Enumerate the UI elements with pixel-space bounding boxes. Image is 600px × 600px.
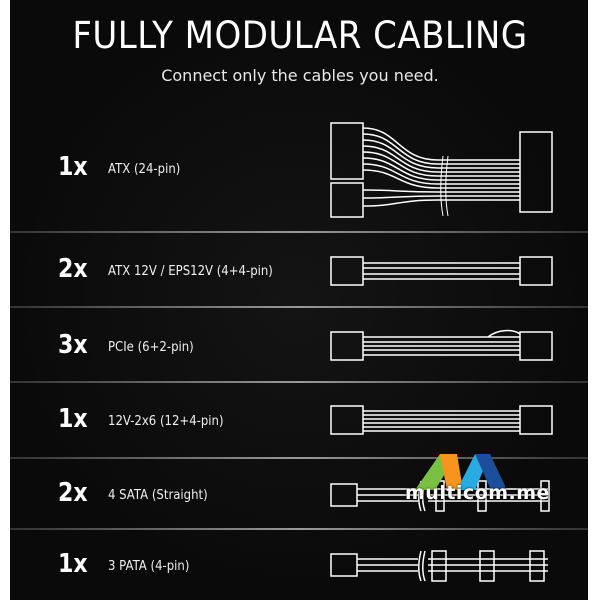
cable-label: PCIe (6+2-pin) bbox=[108, 340, 194, 355]
cable-label: 3 PATA (4-pin) bbox=[108, 559, 190, 574]
pata-cable-icon bbox=[330, 550, 548, 582]
background-panel bbox=[10, 0, 588, 600]
eps-cable-icon bbox=[330, 256, 553, 286]
divider bbox=[10, 457, 588, 459]
cable-label: 4 SATA (Straight) bbox=[108, 488, 208, 503]
page-title: FULLY MODULAR CABLING bbox=[72, 14, 528, 57]
cable-qty: 3x bbox=[58, 330, 88, 360]
divider bbox=[10, 381, 588, 383]
divider bbox=[10, 528, 588, 530]
atx-24pin-cable-icon bbox=[330, 122, 553, 218]
divider bbox=[10, 231, 588, 233]
cable-qty: 1x bbox=[58, 549, 88, 579]
divider bbox=[10, 306, 588, 308]
12v-2x6-cable-icon bbox=[330, 405, 553, 435]
page-subtitle: Connect only the cables you need. bbox=[161, 66, 439, 85]
cable-qty: 1x bbox=[58, 152, 88, 182]
cable-qty: 2x bbox=[58, 254, 88, 284]
pcie-cable-icon bbox=[330, 329, 553, 361]
cable-label: ATX (24-pin) bbox=[108, 162, 181, 177]
watermark-text: multicom.me bbox=[405, 482, 550, 504]
cable-label: ATX 12V / EPS12V (4+4-pin) bbox=[108, 264, 273, 279]
cable-label: 12V-2x6 (12+4-pin) bbox=[108, 414, 224, 429]
watermark-logo-icon bbox=[415, 454, 505, 490]
cable-qty: 2x bbox=[58, 478, 88, 508]
cable-qty: 1x bbox=[58, 404, 88, 434]
